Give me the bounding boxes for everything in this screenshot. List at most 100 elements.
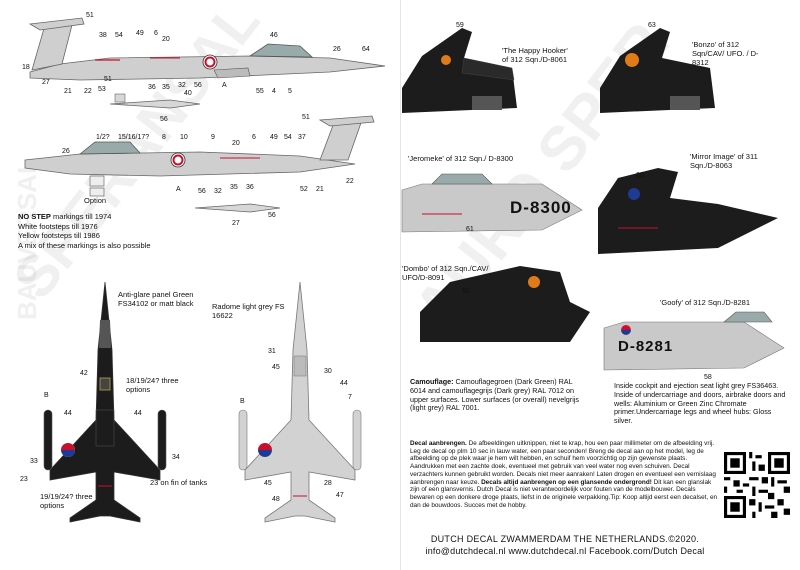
tail-caption: 'Jeromeke' of 312 Sqn./ D-8300	[408, 154, 514, 163]
callout: 30	[324, 368, 332, 375]
options-label-right: 18/19/24? three options	[126, 376, 179, 394]
camouflage-text: Camouflagegroen (Dark Green) RAL 6014 an…	[410, 377, 579, 413]
no-step-rest: markings till 1974	[50, 212, 112, 221]
callout: 60	[636, 172, 644, 179]
page-divider	[400, 0, 401, 570]
callout: 34	[172, 454, 180, 461]
callout: 53	[98, 86, 106, 93]
footer-line-2[interactable]: info@dutchdecal.nl www.dutchdecal.nl Fac…	[425, 546, 705, 556]
callout: 48	[272, 496, 280, 503]
callout: 35	[162, 84, 170, 91]
no-step-label: NO STEP	[18, 212, 51, 221]
option-label: Option	[84, 196, 107, 205]
nose-goofy	[603, 311, 785, 371]
antiglare-label: Anti-glare panel Green FS34102 or matt b…	[118, 290, 194, 308]
callout: 32	[178, 82, 186, 89]
tail-happy-hooker	[402, 28, 517, 113]
radome-label: Radome light grey FS 16622	[212, 302, 285, 320]
callout: B	[240, 398, 245, 405]
tail-caption: 'Bonzo' of 312 Sqn/CAV/ UFO. / D-8312	[692, 40, 759, 67]
tail-caption: 'Mirror Image' of 311 Sqn./D-8063	[690, 152, 758, 170]
callout: 22	[84, 88, 92, 95]
callout: 20	[162, 36, 170, 43]
callout: 46	[270, 32, 278, 39]
callout: 15/16/17?	[118, 134, 150, 141]
serial-d8281: D-8281	[618, 338, 674, 355]
callout: 56	[268, 212, 276, 219]
nose-mirror-image	[598, 168, 778, 254]
callout: 58	[704, 374, 712, 381]
callout: 52	[300, 186, 308, 193]
tail-caption: 'Dombo' of 312 Sqn./CAV/ UFO/D-8091	[402, 264, 489, 282]
callout: 44	[134, 410, 142, 417]
footer-line-1: DUTCH DECAL ZWAMMERDAM THE NETHERLANDS.©…	[430, 534, 700, 544]
options-label-tank: 23 on fin of tanks	[150, 478, 208, 487]
nose-jeromeke	[401, 173, 583, 233]
callout: 40	[184, 90, 192, 97]
tail-bonzo	[600, 28, 715, 113]
top-view-black-jet	[43, 281, 167, 523]
callout: 61	[466, 226, 474, 233]
qr-code[interactable]	[724, 452, 790, 518]
camouflage-title: Camouflage:	[410, 377, 454, 386]
tail-caption: 'The Happy Hooker' of 312 Sqn./D-8061	[502, 46, 568, 64]
callout: 32	[214, 188, 222, 195]
step-note-line: White footsteps till 1976	[18, 221, 98, 231]
callout: 42	[80, 370, 88, 377]
callout: 51	[86, 12, 94, 19]
callout: 4	[272, 88, 276, 95]
callout: 45	[264, 480, 272, 487]
callout: 35	[230, 184, 238, 191]
interior-note: Inside cockpit and ejection seat light g…	[614, 381, 786, 426]
decal-bold: Decals altijd aanbrengen op een glansend…	[481, 478, 652, 486]
callout: 37	[298, 134, 306, 141]
callout: 27	[42, 79, 50, 86]
callout: 26	[333, 46, 341, 53]
callout: 36	[246, 184, 254, 191]
callout: 5	[288, 88, 292, 95]
callout: 64	[362, 46, 370, 53]
callout: 51	[104, 76, 112, 83]
callout: 45	[272, 364, 280, 371]
callout: 49	[270, 134, 278, 141]
options-label-left: 19/19/24? three options	[40, 492, 93, 510]
serial-d8300: D-8300	[510, 198, 572, 217]
decal-text: De afbeeldingen uitknippen, niet te krap…	[410, 440, 716, 486]
step-note-line: A mix of these markings is also possible	[18, 240, 151, 250]
callout: 31	[268, 348, 276, 355]
step-markings-note: NO STEP markings till 1974 White footste…	[18, 212, 208, 250]
step-note-line: Yellow footsteps till 1986	[18, 231, 100, 240]
callout: B	[44, 392, 49, 399]
callout: 51	[302, 114, 310, 121]
side-view-grey-upper	[28, 17, 386, 109]
callout: 56	[194, 82, 202, 89]
side-view-grey-lower	[24, 115, 375, 213]
camouflage-note: Camouflage: Camouflagegroen (Dark Green)…	[410, 377, 590, 413]
tail-dombo	[420, 266, 590, 342]
callout: 55	[256, 88, 264, 95]
callout: 18	[22, 64, 30, 71]
callout: 1/2?	[96, 134, 110, 141]
callout: 6	[154, 30, 158, 37]
callout: 7	[348, 394, 352, 401]
callout: 59	[456, 22, 464, 29]
callout: 38	[99, 32, 107, 39]
decal-instructions: Decal aanbrengen. De afbeeldingen uitkni…	[410, 440, 718, 509]
callout: 54	[115, 32, 123, 39]
callout: 47	[336, 492, 344, 499]
callout: 54	[284, 134, 292, 141]
callout: 36	[148, 84, 156, 91]
tail-caption: 'Goofy' of 312 Sqn./D-8281	[660, 298, 751, 307]
callout: 63	[648, 22, 656, 29]
decal-title: Decal aanbrengen.	[410, 440, 467, 447]
callout: 23	[20, 476, 28, 483]
callout: 44	[340, 380, 348, 387]
callout: 27	[232, 220, 240, 227]
callout: A	[222, 82, 227, 89]
callout: 6	[252, 134, 256, 141]
callout: 28	[324, 480, 332, 487]
callout: 21	[316, 186, 324, 193]
callout: 44	[64, 410, 72, 417]
callout: 10	[180, 134, 188, 141]
callout: 22	[346, 178, 354, 185]
